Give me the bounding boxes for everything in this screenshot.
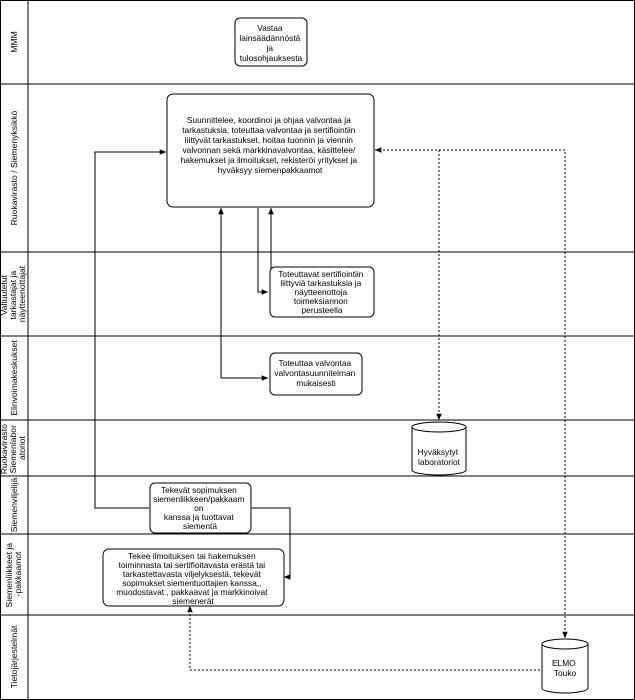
arrow-viljelija-ruokavirasto — [94, 149, 166, 509]
box-pakkaamo: Tekee ilmoituksen tai hakemuksen toiminn… — [102, 548, 285, 607]
svg-text:Tekee ilmoituksen tai hakemuks: Tekee ilmoituksen tai hakemuksen toiminn… — [116, 551, 270, 606]
svg-text:Toteuttavat sertifiointiin: Toteuttavat sertifiointiin liittyviä tar… — [278, 269, 366, 315]
svg-text:Tekevät sopimuksen sieme: Tekevät sopimuksen siemenliikkeen/pakkaa… — [153, 485, 247, 531]
box-elinvoima: Toteuttaa valvontaa valvontasuunnitelman… — [269, 352, 363, 396]
dotted-ruokavirasto-elmo — [375, 147, 568, 638]
database-elmo: ELMO Touko — [541, 638, 589, 694]
box-ruokavirasto: Suunnittelee, koordinoi ja ohjaa valvont… — [166, 93, 375, 208]
lane-labels: MMM Ruokavirasto / Siemenyksikkö Valtuut… — [0, 31, 27, 688]
lane-label-valtuutetut: Valtuutetut tarkastajat ja näytteenottaj… — [0, 265, 27, 322]
svg-text:Vastaa lainsäädännöstä: Vastaa lainsäädännöstä ja tulosohjaukses… — [239, 23, 302, 63]
box-mmm: Vastaa lainsäädännöstä ja tulosohjaukses… — [234, 17, 308, 67]
box-valtuutetut: Toteuttavat sertifiointiin liittyviä tar… — [269, 266, 375, 318]
svg-text:Toteuttaa valvontaa valv: Toteuttaa valvontaa valvontasuunnitelman… — [274, 358, 357, 388]
svg-text:Suunnittelee, koordinoi ja ohj: Suunnittelee, koordinoi ja ohjaa valvont… — [181, 115, 360, 175]
svg-text:Hyväksytyt laboratoriot: Hyväksytyt laboratoriot — [418, 447, 461, 467]
arrow-ruokavirasto-valtuutetut — [260, 208, 271, 292]
lane-label-siemenviljelijat: Siemenviljelijä — [9, 478, 19, 533]
lane-label-mmm: MMM — [9, 31, 19, 52]
lane-label-pakkaamot: Siemenliikkeet ja -pakkaamot — [4, 541, 23, 608]
lane-label-laboratoriot: Ruokavirasto Siemenlabor atoriot — [0, 422, 27, 475]
lane-label-tietojarjestelmat: Tietojärjestelmät — [9, 625, 19, 688]
connectors — [94, 147, 568, 671]
lane-label-elinvoimakeskukset: Elinvoimakeskukset — [9, 340, 19, 416]
dotted-elmo-pakkaamo — [187, 606, 540, 671]
svg-text:ELMO Touko: ELMO Touko — [552, 658, 578, 678]
box-viljelija: Tekevät sopimuksen siemenliikkeen/pakkaa… — [149, 482, 252, 534]
lane-label-ruokavirasto: Ruokavirasto / Siemenyksikkö — [9, 110, 19, 225]
arrow-viljelija-pakkaamo — [251, 507, 291, 580]
database-laboratoriot: Hyväksytyt laboratoriot — [411, 421, 467, 476]
arrow-to-valtuutetut — [257, 208, 268, 295]
